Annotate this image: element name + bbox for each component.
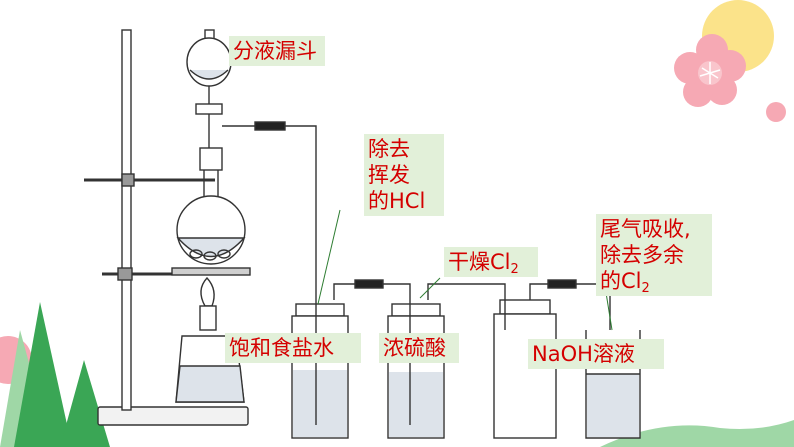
label-naoh-text: NaOH溶液 (532, 342, 635, 366)
collection-bottle (493, 313, 557, 439)
label-tail-text: 尾气吸收, 除去多余 的Cl (600, 217, 691, 293)
label-remove-hcl: 除去 挥发 的HCl (364, 134, 444, 216)
label-dry-subscript: 2 (510, 262, 519, 277)
naoh-liquid (587, 374, 639, 437)
flask-stopper (199, 147, 223, 171)
bottle3-stopper (499, 299, 551, 315)
flower-stamen (699, 62, 721, 84)
wire-gauze (171, 267, 251, 276)
decoration-bottom-left (0, 302, 110, 447)
label-conc-sulfuric: 浓硫酸 (379, 333, 459, 363)
petal-dot (766, 102, 786, 122)
rubber-joint-1 (254, 121, 286, 131)
brine-liquid (293, 370, 347, 437)
label-saturated-brine: 饱和食盐水 (225, 333, 361, 363)
rubber-joint-2 (354, 279, 384, 289)
clamp-knob-icon (121, 173, 135, 187)
gas-tube-1 (222, 125, 317, 300)
decoration-top-right (674, 0, 786, 122)
label-separatory-funnel-text: 分液漏斗 (233, 39, 317, 63)
ring-knob-icon (117, 267, 133, 281)
mno2-particles (189, 249, 231, 261)
apparatus (84, 29, 641, 439)
label-separatory-funnel: 分液漏斗 (229, 36, 325, 66)
tree-small (60, 360, 110, 447)
grass-bottom-right (600, 420, 794, 447)
bottle2-stopper (391, 303, 441, 317)
label-tail-subscript: 2 (641, 281, 650, 296)
label-tail-gas: 尾气吸收, 除去多余 的Cl2 (596, 214, 712, 296)
lamp-fuel (175, 365, 245, 403)
funnel-stopcock-icon (195, 103, 223, 115)
rubber-joint-3 (547, 279, 577, 289)
acid-liquid (389, 372, 443, 437)
flame-icon (200, 276, 215, 307)
pointer-dry (419, 277, 441, 299)
label-dry-cl2: 干燥Cl2 (444, 247, 538, 277)
tree-dark (14, 302, 72, 447)
label-dry-text: 干燥Cl (448, 250, 511, 274)
bottle1-stopper (295, 303, 345, 317)
flask-contents (176, 237, 246, 258)
label-brine-text: 饱和食盐水 (229, 336, 334, 360)
stand-rod (121, 29, 132, 411)
funnel-liquid (189, 69, 229, 80)
gas-tube-3 (427, 283, 506, 300)
label-sulfuric-text: 浓硫酸 (383, 336, 446, 360)
pointer-remove-hcl (317, 209, 341, 305)
lamp-wick-holder (199, 305, 217, 331)
label-remove-hcl-text: 除去 挥发 的HCl (368, 137, 426, 213)
label-naoh-solution: NaOH溶液 (528, 339, 664, 369)
stand-base (97, 406, 249, 426)
